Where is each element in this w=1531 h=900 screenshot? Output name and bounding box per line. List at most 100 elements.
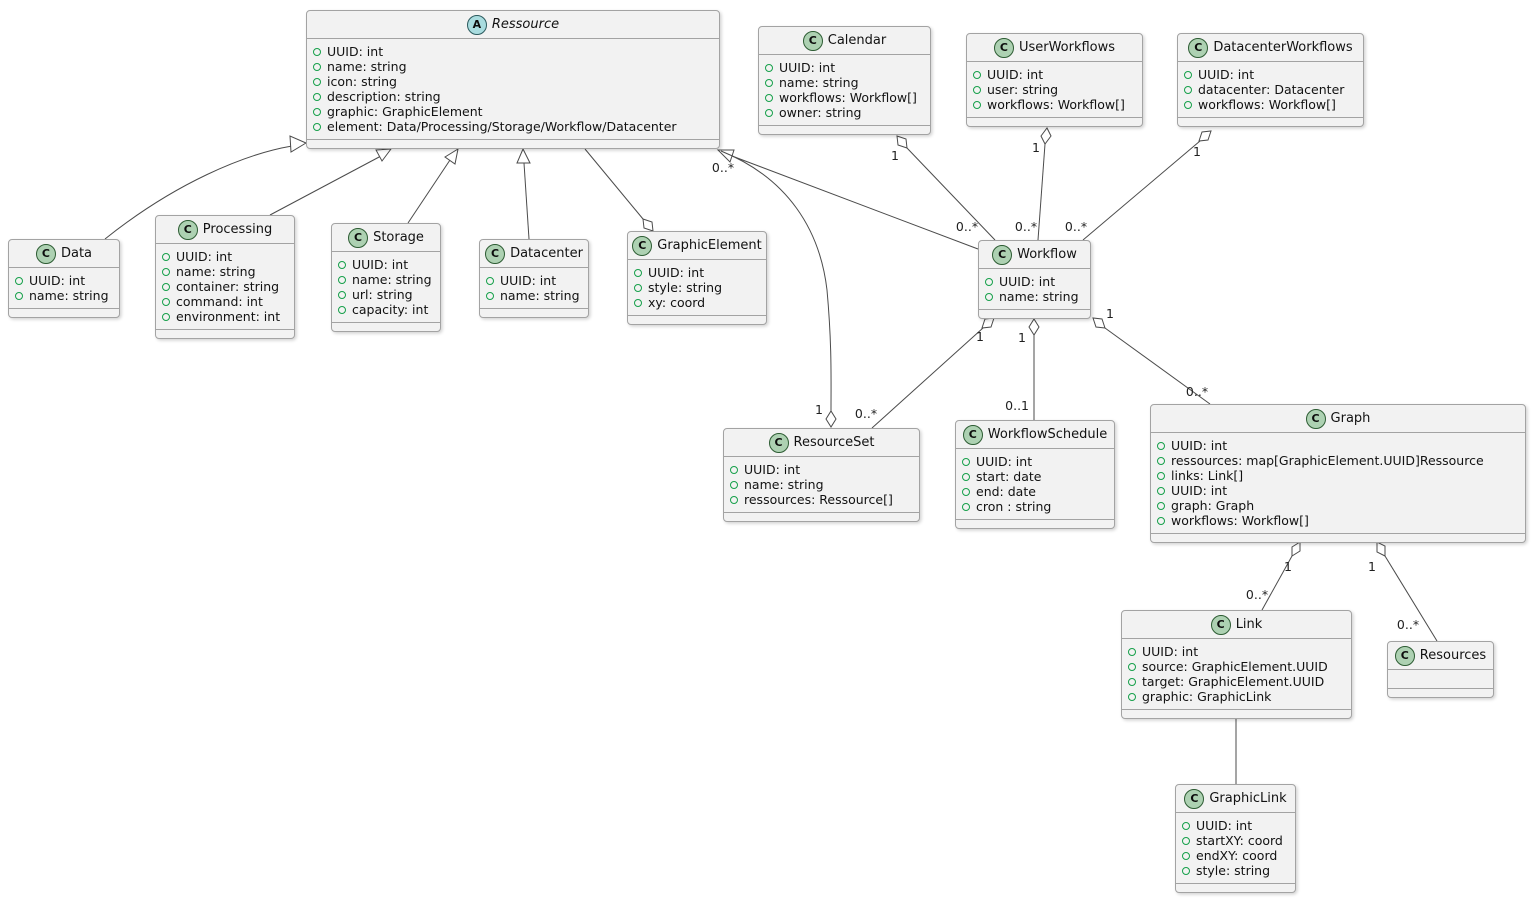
attribute-text: user: string [987,82,1059,97]
field-visibility-icon [962,472,970,481]
attribute-row: UUID: int [962,454,1106,469]
attribute-row: workflows: Workflow[] [1184,97,1355,112]
class-header: C WorkflowSchedule [956,421,1114,449]
methods-compartment [307,140,719,148]
class-header: C Resources [1388,642,1493,670]
attribute-row: UUID: int [486,273,580,288]
attribute-text: command: int [176,294,263,309]
field-visibility-icon [730,480,738,489]
field-visibility-icon [1128,677,1136,686]
field-visibility-icon [634,268,642,277]
methods-compartment [480,309,588,317]
field-visibility-icon [313,62,321,71]
methods-compartment [9,309,119,317]
class-header: C Link [1122,611,1351,639]
field-visibility-icon [313,77,321,86]
attribute-row: element: Data/Processing/Storage/Workflo… [313,119,711,134]
attribute-row: source: GraphicElement.UUID [1128,659,1343,674]
attribute-row: UUID: int [765,60,922,75]
generalization-arrowhead [444,147,459,165]
field-visibility-icon [730,465,738,474]
attribute-row: style: string [634,280,758,295]
attribute-text: UUID: int [1196,818,1253,833]
class-icon: C [1394,645,1415,666]
attribute-text: UUID: int [648,265,705,280]
field-visibility-icon [1128,647,1136,656]
edge-workflow-graph: 1 0..* [1092,306,1211,405]
attribute-row: command: int [162,294,286,309]
methods-compartment [1176,884,1295,892]
attribute-text: UUID: int [987,67,1044,82]
multiplicity-label: 0..* [1065,219,1087,234]
multiplicity-label: 0..* [712,160,734,175]
attribute-row: UUID: int [730,462,911,477]
attribute-text: style: string [1196,863,1271,878]
class-icon: C [348,227,369,248]
attribute-text: name: string [779,75,859,90]
multiplicity-label: 1 [1106,306,1114,321]
aggregation-diamond [981,317,995,329]
class-header: C Data [9,240,119,268]
class-name: WorkflowSchedule [987,427,1108,442]
field-visibility-icon [985,292,993,301]
attribute-row: workflows: Workflow[] [973,97,1134,112]
attribute-row: name: string [985,289,1082,304]
multiplicity-label: 0..* [1397,617,1419,632]
field-visibility-icon [973,100,981,109]
class-name: GraphicLink [1209,791,1287,806]
attribute-text: name: string [500,288,580,303]
attribute-text: startXY: coord [1196,833,1283,848]
generalization-arrowhead [516,147,531,164]
attribute-text: xy: coord [648,295,706,310]
field-visibility-icon [1184,85,1192,94]
attribute-row: UUID: int [162,249,286,264]
field-visibility-icon [765,93,773,102]
aggregation-diamond [1376,541,1386,557]
attribute-row: graphic: GraphicLink [1128,689,1343,704]
field-visibility-icon [313,92,321,101]
field-visibility-icon [338,275,346,284]
class-name: Ressource [491,17,560,32]
class-resources: C Resources [1387,641,1494,698]
edge-calendar-workflow: 1 0..* [891,135,996,241]
field-visibility-icon [634,298,642,307]
abstract-class-icon: A [466,14,487,35]
attribute-text: datacenter: Datacenter [1198,82,1345,97]
field-visibility-icon [1157,456,1165,465]
attribute-row: name: string [15,288,111,303]
aggregation-diamond [896,135,908,149]
class-header: C Calendar [759,27,930,55]
methods-compartment [967,118,1142,126]
attribute-text: target: GraphicElement.UUID [1142,674,1325,689]
field-visibility-icon [338,305,346,314]
attribute-text: UUID: int [1142,644,1199,659]
edge-processing-extends-ressource [269,148,393,216]
edge-graph-link: 1 0..* [1246,541,1301,611]
attribute-row: owner: string [765,105,922,120]
field-visibility-icon [313,107,321,116]
attribute-row: UUID: int [15,273,111,288]
attribute-text: start: date [976,469,1042,484]
field-visibility-icon [1128,662,1136,671]
edge-datacenter-extends-ressource [516,147,531,240]
field-visibility-icon [162,312,170,321]
field-visibility-icon [486,276,494,285]
class-header: A Ressource [307,11,719,39]
attribute-text: UUID: int [779,60,836,75]
methods-compartment [156,330,294,338]
field-visibility-icon [973,70,981,79]
multiplicity-label: 0..1 [1005,398,1029,413]
field-visibility-icon [1184,100,1192,109]
field-visibility-icon [765,63,773,72]
class-name: Graph [1330,411,1371,426]
class-name: UserWorkflows [1018,40,1116,55]
attribute-row: start: date [962,469,1106,484]
